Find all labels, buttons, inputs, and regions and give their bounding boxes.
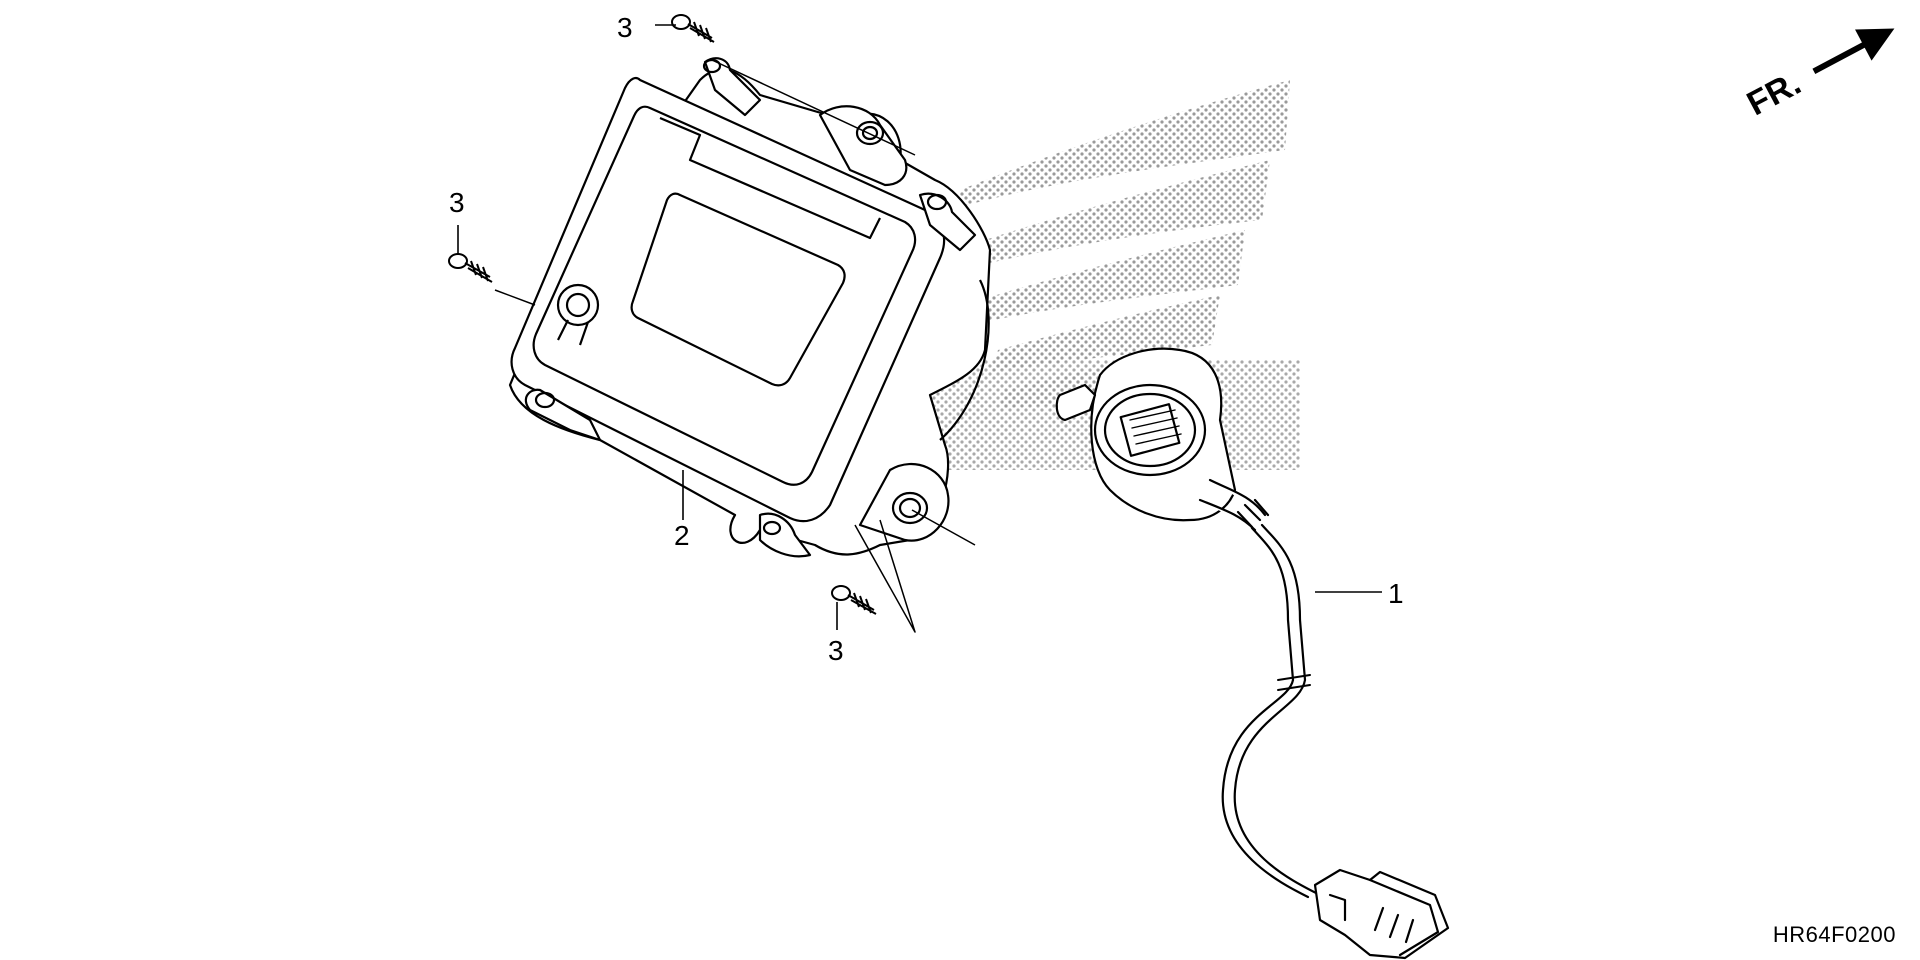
meter-knob <box>556 283 600 327</box>
callout-3-left: 3 <box>449 187 465 218</box>
mount-boss-bottom-left <box>758 512 812 558</box>
callout-3-bottom: 3 <box>828 635 844 666</box>
leader-lines <box>457 24 1382 630</box>
front-direction-indicator: FR. <box>1741 28 1895 123</box>
meter-assembly <box>494 57 992 633</box>
front-label: FR. <box>1741 64 1807 123</box>
screw-top <box>671 14 715 43</box>
callout-3-top: 3 <box>617 12 633 43</box>
meter-display-window <box>630 192 846 387</box>
harness-cable <box>1233 523 1322 897</box>
meter-front-face <box>510 77 946 523</box>
screw-left <box>448 253 493 283</box>
callout-1: 1 <box>1388 578 1404 609</box>
mount-boss-bottom-right <box>858 462 950 542</box>
diagram-code: HR64F0200 <box>1772 922 1896 947</box>
front-arrow-icon <box>1812 28 1895 75</box>
screw-bottom <box>831 585 877 615</box>
mount-boss-top-right <box>818 105 908 187</box>
callout-2: 2 <box>674 520 690 551</box>
mount-boss-left <box>524 388 602 442</box>
wire-harness <box>1055 347 1450 960</box>
